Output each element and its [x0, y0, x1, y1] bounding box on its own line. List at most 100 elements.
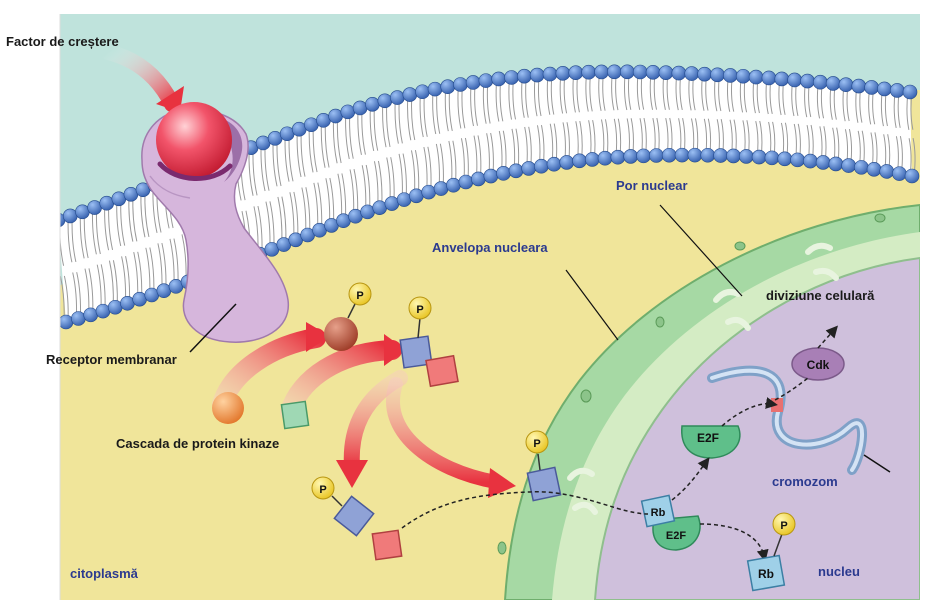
- cdk-label: Cdk: [807, 358, 830, 372]
- lipid-head: [661, 147, 677, 163]
- lipid-head: [825, 76, 841, 91]
- lipid-head: [889, 83, 905, 98]
- lipid-head: [409, 188, 424, 204]
- lipid-head: [674, 147, 690, 163]
- lipid-head: [879, 164, 895, 179]
- rb-bound: [640, 494, 676, 528]
- nuclear-pore-label: Por nuclear: [616, 178, 688, 193]
- kinase-red-1: [425, 354, 459, 388]
- lipid-head: [764, 150, 780, 166]
- lipid-head: [607, 64, 622, 80]
- nuclear-pore: [805, 242, 839, 281]
- lipid-head: [751, 149, 767, 165]
- lipid-head: [841, 158, 856, 173]
- e2f-to-gene-arrow: [721, 397, 778, 427]
- e2f-free: [681, 425, 741, 459]
- nuclear-pore: [567, 467, 598, 515]
- phosphate-label: P: [780, 520, 787, 532]
- plasma-membrane: [60, 71, 912, 322]
- lipid-head: [568, 65, 584, 80]
- lipid-head: [559, 155, 575, 170]
- release-e2f-arrow: [671, 457, 710, 501]
- nuclear-envelope-label: Anvelopa nucleara: [432, 240, 548, 255]
- phosphate-label: P: [319, 484, 326, 496]
- cytoplasm-label: citoplasmă: [70, 566, 138, 581]
- lipid-head: [803, 153, 818, 169]
- lipid-head: [645, 64, 661, 80]
- lipid-head: [735, 68, 751, 84]
- pore-pointer: [659, 204, 743, 297]
- kinase-red-2: [371, 529, 403, 561]
- lipid-head: [62, 208, 78, 224]
- lipid-head: [555, 66, 571, 81]
- lipid-head: [713, 148, 728, 163]
- growth-factor-label: Factor de creștere: [6, 34, 119, 49]
- lipid-head: [458, 174, 474, 190]
- phosphate-label: P: [416, 304, 423, 316]
- lipid-head: [60, 212, 66, 228]
- phosphate-label: P: [356, 290, 363, 302]
- lipid-head: [761, 70, 777, 86]
- rb-label: Rb: [758, 567, 774, 581]
- lipid-head: [619, 64, 635, 80]
- lipid-head: [478, 73, 494, 88]
- e2f-bound-label: E2F: [666, 530, 686, 542]
- lipid-head: [866, 162, 882, 177]
- lipid-head: [700, 147, 716, 163]
- lipid-head: [572, 153, 587, 169]
- receptor-pointer: [189, 303, 237, 353]
- lipid-head: [402, 87, 418, 102]
- kinase-blue-2: [333, 495, 375, 537]
- lipid-head: [365, 96, 380, 112]
- lipid-head: [529, 67, 545, 83]
- envelope-ribosomes: [497, 213, 886, 555]
- lipid-head: [658, 65, 674, 80]
- lipid-head: [738, 149, 754, 164]
- lipid-head: [864, 80, 879, 95]
- rb-phosphorylated: [746, 554, 786, 592]
- lipid-head: [440, 79, 456, 95]
- lipid-head: [433, 181, 449, 196]
- phosphate-on-rb: [772, 512, 796, 536]
- lipid-head: [396, 192, 412, 207]
- lipid-head: [787, 72, 802, 88]
- kinase-brown: [324, 317, 358, 351]
- lipid-head: [815, 155, 831, 170]
- lipid-head: [427, 81, 443, 97]
- lipid-head: [649, 148, 664, 163]
- lipid-head: [851, 78, 867, 94]
- lipid-head: [610, 149, 626, 165]
- lipid-head: [584, 152, 600, 167]
- lipid-head: [687, 147, 703, 163]
- signal-to-nucleus-path: [401, 490, 649, 529]
- kinase-blue-3: [526, 466, 562, 502]
- lipid-head: [508, 163, 524, 179]
- lipid-head: [95, 303, 111, 319]
- lipid-head: [813, 74, 828, 90]
- lipid-head: [748, 69, 764, 85]
- lipid-head: [521, 161, 536, 176]
- lipid-head: [542, 66, 558, 82]
- lipid-head: [546, 156, 562, 172]
- cell-division-label: diviziune celulară: [766, 288, 875, 303]
- lipid-head: [471, 171, 486, 187]
- lipid-head: [892, 166, 907, 181]
- cascade-arrow-2: [280, 340, 402, 422]
- lipid-head: [636, 148, 651, 164]
- lipid-head: [800, 73, 815, 89]
- lipid-head: [877, 81, 892, 97]
- lipid-head: [790, 152, 805, 168]
- lipid-head: [632, 64, 648, 80]
- lipid-head: [83, 307, 98, 323]
- lipid-head: [71, 311, 86, 326]
- lipid-head: [684, 66, 700, 81]
- lipid-head: [726, 148, 741, 164]
- lipid-head: [107, 299, 123, 315]
- lipid-head: [483, 168, 499, 184]
- lipid-head: [60, 314, 74, 330]
- kinase-orange: [212, 392, 244, 424]
- lipid-head: [120, 295, 135, 311]
- lipid-head: [710, 67, 725, 83]
- membrane-receptor-label: Receptor membranar: [46, 352, 177, 367]
